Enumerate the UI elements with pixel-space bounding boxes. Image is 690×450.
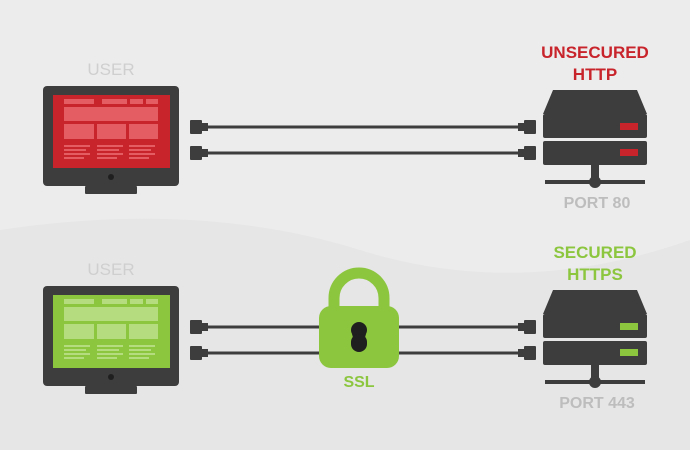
user-monitor-unsecured <box>43 86 179 194</box>
user-label-secured: USER <box>87 260 135 279</box>
row-secured <box>43 267 647 394</box>
row-unsecured <box>43 86 647 194</box>
ssl-label: SSL <box>343 374 375 391</box>
server-label-unsecured: UNSECURED HTTP <box>515 42 675 86</box>
server-label-secured-line1: SECURED <box>553 243 637 262</box>
server-label-secured: SECURED HTTPS <box>515 242 675 286</box>
cable-top-unsecured <box>190 120 536 134</box>
user-label-unsecured: USER <box>87 60 135 79</box>
server-secured <box>543 290 647 388</box>
user-monitor-secured <box>43 286 179 394</box>
server-label-unsecured-line1: UNSECURED <box>541 43 649 62</box>
server-unsecured <box>543 90 647 188</box>
cable-bottom-unsecured <box>190 146 536 160</box>
server-label-unsecured-line2: HTTP <box>572 65 618 84</box>
port-label-secured: PORT 443 <box>559 395 635 412</box>
padlock-icon <box>319 267 399 368</box>
server-label-secured-line2: HTTPS <box>567 265 623 284</box>
port-label-unsecured: PORT 80 <box>563 195 631 212</box>
